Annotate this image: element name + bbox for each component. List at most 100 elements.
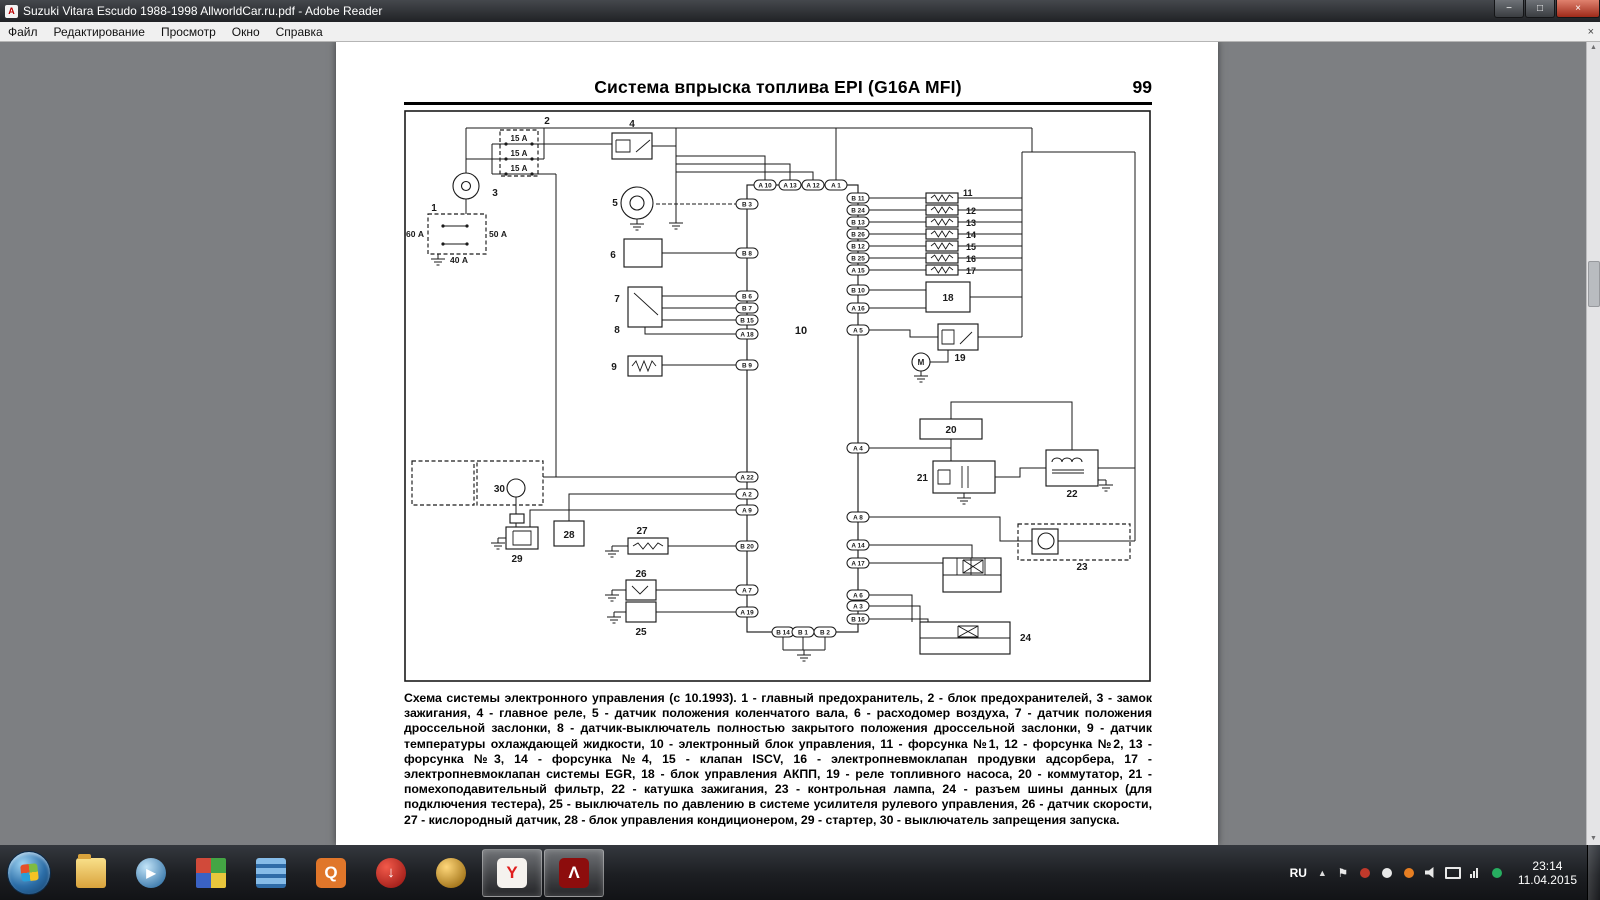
pdf-page: Система впрыска топлива EPI (G16A MFI) 9… [336, 41, 1218, 845]
taskbar-buttons: ▶ Q ↓ Y Λ [61, 845, 605, 900]
tray-signal-icon[interactable] [1466, 864, 1484, 882]
svg-text:B 7: B 7 [742, 305, 752, 312]
browser-gold-button-icon [436, 857, 466, 888]
taskbar-adobe-reader-button[interactable]: Λ [544, 848, 604, 897]
svg-text:11: 11 [963, 188, 973, 198]
svg-text:27: 27 [636, 526, 648, 537]
svg-text:15 А: 15 А [511, 149, 528, 158]
svg-text:A 18: A 18 [740, 331, 754, 338]
svg-text:B 1: B 1 [798, 629, 808, 636]
scroll-up-icon[interactable]: ▲ [1590, 44, 1597, 51]
svg-text:15: 15 [966, 242, 976, 252]
svg-text:A 4: A 4 [853, 445, 863, 452]
tray-network-icon[interactable] [1444, 864, 1462, 882]
taskbar-download-manager-button[interactable]: ↓ [362, 850, 420, 896]
svg-text:B 10: B 10 [851, 287, 865, 294]
office-button-icon: Q [316, 857, 346, 888]
taskbar-media-player-button[interactable]: ▶ [122, 850, 180, 896]
svg-text:A 9: A 9 [742, 507, 752, 514]
svg-text:A 12: A 12 [806, 182, 820, 189]
taskbar: ▶ Q ↓ Y Λ RU ▲ ⚑ 23:14 11.04.2015 [0, 845, 1600, 900]
svg-text:A 2: A 2 [742, 491, 752, 498]
svg-text:B 16: B 16 [851, 616, 865, 623]
scroll-down-icon[interactable]: ▼ [1590, 835, 1597, 842]
tray-antivirus-icon[interactable] [1488, 864, 1506, 882]
title-rule [404, 102, 1152, 105]
yandex-browser-button-icon: Y [497, 857, 527, 888]
svg-text:18: 18 [942, 293, 954, 304]
taskbar-browser-gold-button[interactable] [422, 850, 480, 896]
svg-text:B 20: B 20 [740, 543, 754, 550]
windows-flag-icon [19, 863, 39, 882]
svg-text:26: 26 [635, 569, 647, 580]
menu-view[interactable]: Просмотр [160, 24, 216, 39]
document-close-icon[interactable]: × [1587, 25, 1594, 38]
svg-text:8: 8 [614, 325, 620, 336]
color-grid-button-icon [196, 857, 226, 888]
start-button[interactable] [7, 850, 51, 895]
minimize-button[interactable]: − [1494, 0, 1524, 18]
taskbar-explorer-button[interactable] [62, 850, 120, 896]
tray-update-icon[interactable] [1400, 864, 1418, 882]
svg-text:9: 9 [611, 362, 617, 373]
taskbar-color-grid-button[interactable] [182, 850, 240, 896]
clock-date: 11.04.2015 [1517, 872, 1577, 887]
tray-flag-icon[interactable]: ⚑ [1337, 865, 1349, 880]
titlebar[interactable]: A Suzuki Vitara Escudo 1988-1998 Allworl… [0, 0, 1600, 22]
close-button[interactable]: × [1556, 0, 1600, 18]
hidden-icons-chevron-icon[interactable]: ▲ [1317, 867, 1327, 878]
taskbar-yandex-browser-button[interactable]: Y [482, 848, 542, 897]
taskbar-clock[interactable]: 23:14 11.04.2015 [1508, 859, 1587, 887]
tray-app-red-icon[interactable] [1356, 864, 1374, 882]
svg-text:A 6: A 6 [853, 592, 863, 599]
clock-time: 23:14 [1532, 858, 1563, 873]
svg-text:15 А: 15 А [511, 164, 528, 173]
svg-text:4: 4 [629, 119, 635, 130]
svg-text:1: 1 [431, 203, 437, 214]
svg-text:3: 3 [492, 188, 498, 199]
svg-text:A 1: A 1 [831, 182, 841, 189]
svg-text:A 15: A 15 [851, 267, 865, 274]
svg-text:25: 25 [635, 627, 647, 638]
menu-file[interactable]: Файл [8, 24, 38, 39]
svg-text:A 22: A 22 [740, 474, 754, 481]
diagram-caption: Схема системы электронного управления (с… [404, 691, 1152, 827]
svg-text:B 9: B 9 [742, 362, 752, 369]
svg-text:A 8: A 8 [853, 514, 863, 521]
window-title: Suzuki Vitara Escudo 1988-1998 AllworldC… [23, 4, 383, 18]
taskbar-layers-button[interactable] [242, 850, 300, 896]
menu-window[interactable]: Окно [231, 24, 260, 39]
document-area[interactable]: Система впрыска топлива EPI (G16A MFI) 9… [0, 41, 1600, 845]
svg-text:B 25: B 25 [851, 255, 865, 262]
taskbar-office-button[interactable]: Q [302, 850, 360, 896]
svg-text:B 15: B 15 [740, 317, 754, 324]
explorer-button-icon [76, 853, 106, 888]
svg-text:B 8: B 8 [742, 250, 752, 257]
svg-text:A 13: A 13 [783, 182, 797, 189]
svg-text:13: 13 [966, 218, 976, 228]
adobe-reader-button-icon: Λ [559, 857, 589, 888]
menu-help[interactable]: Справка [275, 24, 323, 39]
menubar: Файл Редактирование Просмотр Окно Справк… [0, 22, 1600, 42]
vertical-scrollbar[interactable]: ▲ ▼ [1586, 41, 1600, 845]
svg-text:29: 29 [511, 554, 523, 565]
tray-volume-icon[interactable] [1422, 864, 1440, 882]
svg-text:22: 22 [1066, 489, 1078, 500]
svg-text:A 3: A 3 [853, 603, 863, 610]
svg-text:A 7: A 7 [742, 587, 752, 594]
language-indicator[interactable]: RU [1289, 865, 1307, 880]
show-desktop-button[interactable] [1587, 845, 1600, 900]
svg-text:19: 19 [954, 353, 966, 364]
svg-text:B 3: B 3 [742, 201, 752, 208]
maximize-button[interactable]: □ [1525, 0, 1555, 18]
scrollbar-thumb[interactable] [1588, 261, 1600, 307]
svg-text:6: 6 [610, 250, 616, 261]
svg-text:A 14: A 14 [851, 542, 865, 549]
svg-text:B 13: B 13 [851, 219, 865, 226]
menu-edit[interactable]: Редактирование [53, 24, 145, 39]
svg-text:21: 21 [917, 473, 929, 484]
page-number: 99 [1132, 77, 1152, 97]
tray-app-white-icon[interactable] [1378, 864, 1396, 882]
svg-text:10: 10 [795, 325, 807, 337]
